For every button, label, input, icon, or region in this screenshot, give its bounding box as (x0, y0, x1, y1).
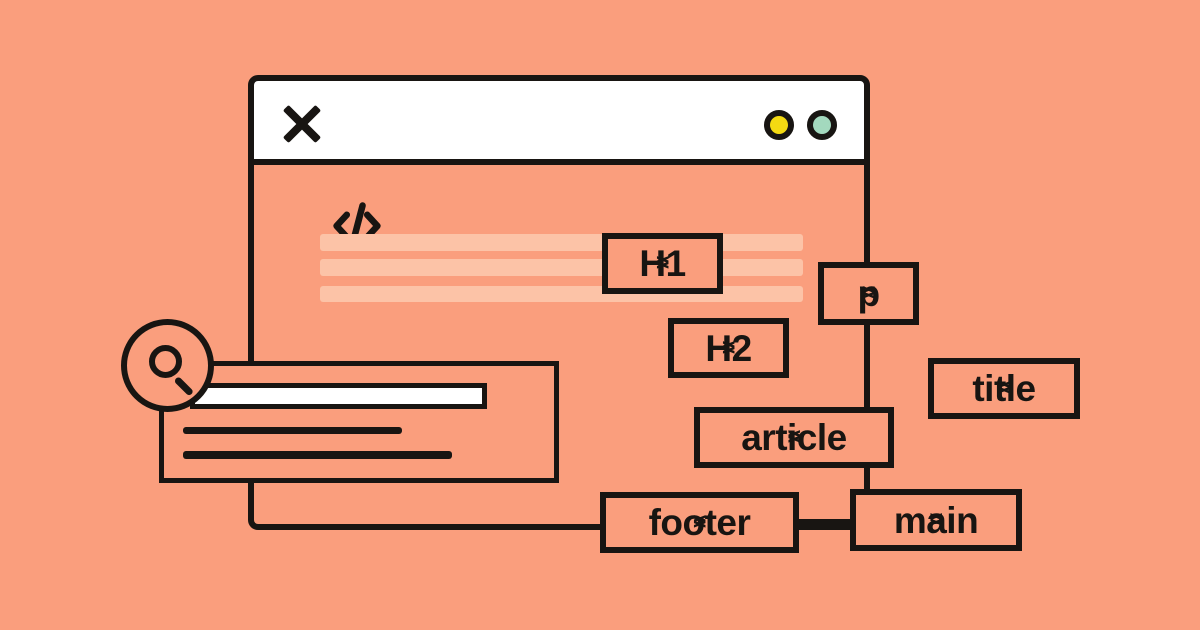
tag-box-h2: <H2> (668, 318, 789, 378)
close-icon (282, 104, 322, 144)
connector-footer-main (796, 519, 854, 526)
bracket-close: > (787, 423, 801, 450)
bracket-open: < (656, 249, 669, 276)
tag-box-main: <main> (850, 489, 1022, 551)
tag-label: footer (648, 502, 751, 543)
bracket-close: > (722, 333, 735, 360)
bracket-close: > (693, 508, 706, 535)
tag-box-article: <article> (694, 407, 894, 468)
magnifier-icon (149, 345, 182, 378)
bracket-open: < (787, 423, 801, 450)
search-input-bar (190, 383, 487, 409)
bracket-open: < (693, 508, 706, 535)
tag-label: p (857, 273, 880, 314)
tag-box-p: <p> (818, 262, 919, 325)
text-line-placeholder (320, 259, 803, 276)
bracket-open: < (722, 333, 735, 360)
browser-window-body (248, 165, 870, 530)
tag-box-footer: <footer> (600, 492, 799, 553)
tag-box-h1: <H1> (602, 233, 723, 294)
bracket-close: > (929, 505, 943, 532)
window-dot-mint-icon (807, 110, 837, 140)
text-line (183, 451, 452, 459)
text-line-placeholder (320, 234, 803, 251)
tag-label: main (893, 499, 979, 541)
tag-label: H1 (639, 243, 686, 284)
window-dot-yellow-icon (764, 110, 794, 140)
bracket-open: < (862, 279, 875, 306)
tag-label: title (972, 368, 1036, 409)
tag-label: article (741, 417, 847, 458)
text-line (183, 427, 402, 434)
tag-box-title: <title> (928, 358, 1080, 419)
bracket-close: > (997, 374, 1011, 401)
bracket-open: < (929, 505, 943, 532)
bracket-close: > (862, 279, 875, 306)
bracket-close: > (656, 249, 669, 276)
search-result-card (159, 361, 559, 483)
bracket-open: < (997, 374, 1011, 401)
text-line-placeholder (320, 286, 803, 302)
tag-label: H2 (705, 327, 752, 369)
